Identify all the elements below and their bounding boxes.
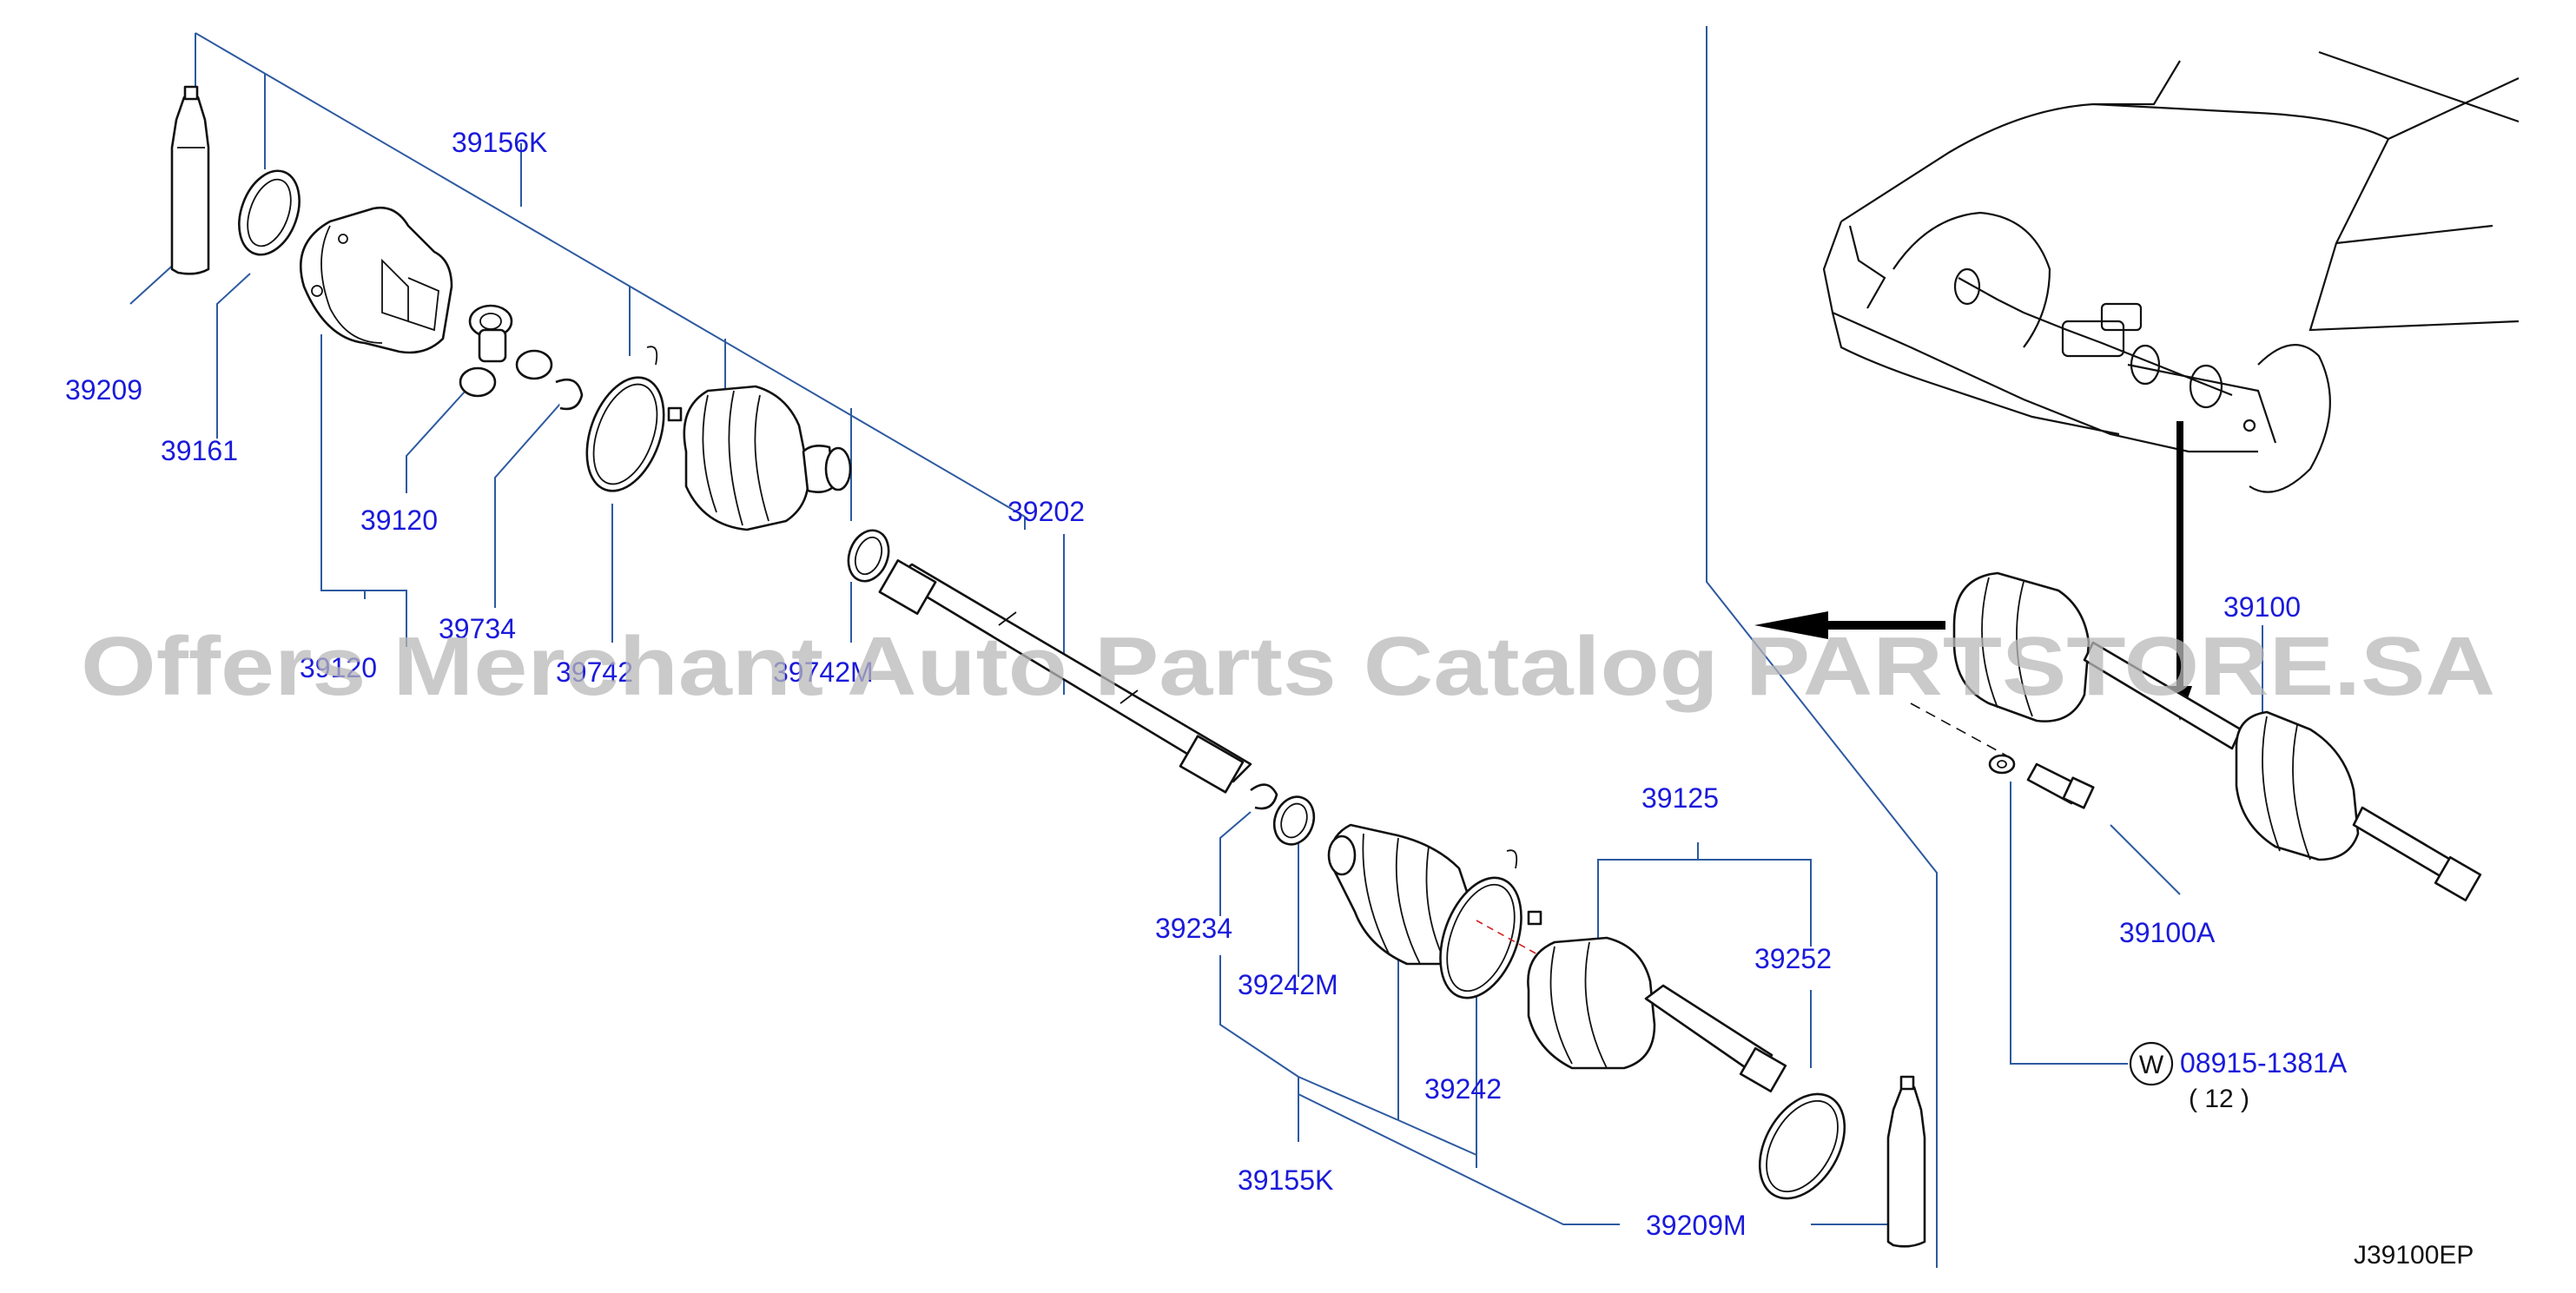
watermark-text: Offers Merchant Auto Parts Catalog PARTS… [81, 620, 2495, 713]
label-39742M[interactable]: 39742M [773, 656, 874, 688]
clamp-39742M [847, 529, 890, 583]
housing-39120 [300, 206, 453, 354]
label-39242[interactable]: 39242 [1424, 1073, 1502, 1105]
label-39202[interactable]: 39202 [1007, 496, 1085, 527]
label-39100A[interactable]: 39100A [2119, 917, 2216, 948]
snap-ring-39734 [555, 378, 584, 411]
label-39161[interactable]: 39161 [161, 435, 238, 466]
washer-symbol: W [2129, 1041, 2174, 1086]
drawing-reference: J39100EP [2354, 1241, 2474, 1270]
label-39120b[interactable]: 39120 [300, 652, 377, 683]
bolt-39100A [1988, 754, 2095, 809]
label-39734[interactable]: 39734 [439, 613, 516, 644]
spider-39120 [459, 304, 553, 398]
label-39209[interactable]: 39209 [65, 374, 142, 406]
label-39120[interactable]: 39120 [360, 505, 438, 536]
part-labels: 39209 39161 39156K 39120 39734 39120 397… [65, 127, 2348, 1241]
cv-joint-39125 [1527, 936, 1787, 1093]
boot-band-39742 [585, 346, 683, 492]
label-39209M[interactable]: 39209M [1646, 1210, 1747, 1241]
label-08915-1381A[interactable]: 08915-1381A [2180, 1047, 2348, 1079]
ring-39252 [1758, 1092, 1846, 1200]
grease-tube-right [1886, 1075, 1926, 1248]
label-39742[interactable]: 39742 [556, 656, 633, 688]
boot-inner [683, 385, 852, 531]
grease-tube-left [170, 85, 210, 275]
label-39234[interactable]: 39234 [1155, 913, 1232, 944]
label-39100[interactable]: 39100 [2223, 591, 2301, 623]
drive-shaft-assembly-39100 [1910, 571, 2482, 902]
snap-ring-39234 [1250, 783, 1278, 810]
label-washer-qty: ( 12 ) [2189, 1085, 2249, 1113]
label-39156K[interactable]: 39156K [452, 127, 547, 158]
clamp-39242M [1272, 795, 1316, 846]
label-39155K[interactable]: 39155K [1238, 1164, 1333, 1196]
label-39125[interactable]: 39125 [1641, 782, 1719, 814]
label-39252[interactable]: 39252 [1754, 943, 1832, 974]
boot-band-39242 [1439, 849, 1556, 999]
svg-text:W: W [2139, 1051, 2164, 1079]
leader-lines [129, 26, 2263, 1268]
shaft-39202 [878, 559, 1252, 794]
snap-ring-39161 [238, 169, 301, 256]
label-39242M[interactable]: 39242M [1238, 969, 1338, 1000]
vehicle-outline [1822, 50, 2520, 493]
